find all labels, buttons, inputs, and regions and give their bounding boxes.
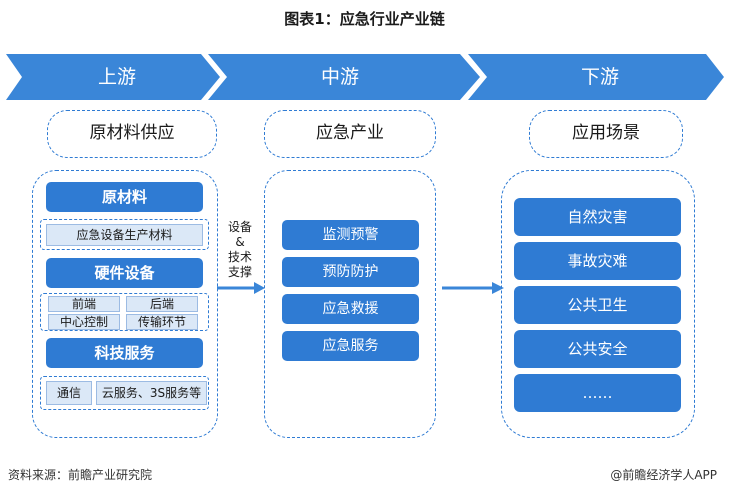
support-label-line-1: 设备	[227, 220, 252, 234]
mid-to-down-arrow	[442, 282, 504, 294]
upstream-arrow	[6, 54, 220, 100]
source-note: 资料来源：前瞻产业研究院	[8, 468, 153, 482]
header-upstream: 原材料供应	[47, 110, 217, 158]
downstream-item-public-health: 公共卫生	[514, 286, 681, 324]
downstream-arrow	[468, 54, 724, 100]
support-label-line-2: &	[235, 235, 245, 249]
header-downstream: 应用场景	[529, 110, 683, 158]
upstream-panel	[32, 170, 218, 438]
brand-note: @前瞻经济学人APP	[610, 468, 717, 482]
hardware-group	[40, 293, 209, 331]
downstream-item-public-safety: 公共安全	[514, 330, 681, 368]
tech-services-block: 科技服务	[46, 338, 203, 368]
midstream-item-monitoring: 监测预警	[282, 220, 419, 250]
support-label-line-3: 技术	[227, 250, 252, 264]
stage-label-upstream: 上游	[97, 66, 136, 88]
stage-label-downstream: 下游	[580, 66, 619, 88]
midstream-item-services: 应急服务	[282, 331, 419, 361]
midstream-panel	[264, 170, 436, 438]
downstream-item-more: ……	[514, 374, 681, 412]
raw-materials-item: 应急设备生产材料	[46, 224, 203, 246]
downstream-panel	[501, 170, 695, 438]
downstream-item-natural-disaster: 自然灾害	[514, 198, 681, 236]
raw-materials-block: 原材料	[46, 182, 203, 212]
support-arrow	[217, 282, 265, 294]
hardware-block: 硬件设备	[46, 258, 203, 288]
hardware-item-transmission: 传输环节	[126, 314, 198, 330]
midstream-item-rescue: 应急救援	[282, 294, 419, 324]
midstream-item-prevention: 预防防护	[282, 257, 419, 287]
header-midstream: 应急产业	[264, 110, 436, 158]
raw-materials-group	[40, 219, 209, 250]
hardware-item-frontend: 前端	[48, 296, 120, 312]
tech-services-item-cloud: 云服务、3S服务等	[96, 381, 207, 405]
chart-title: 图表1：应急行业产业链	[284, 10, 445, 28]
midstream-arrow	[208, 54, 480, 100]
support-label: 设备 & 技术 支撑	[222, 220, 258, 280]
stage-arrows	[6, 54, 724, 100]
hardware-item-center-control: 中心控制	[48, 314, 120, 330]
support-label-line-4: 支撑	[227, 265, 252, 279]
tech-services-item-communication: 通信	[46, 381, 92, 405]
stage-label-midstream: 中游	[320, 66, 359, 88]
downstream-item-accident: 事故灾难	[514, 242, 681, 280]
tech-services-group	[40, 376, 209, 410]
hardware-item-backend: 后端	[126, 296, 198, 312]
